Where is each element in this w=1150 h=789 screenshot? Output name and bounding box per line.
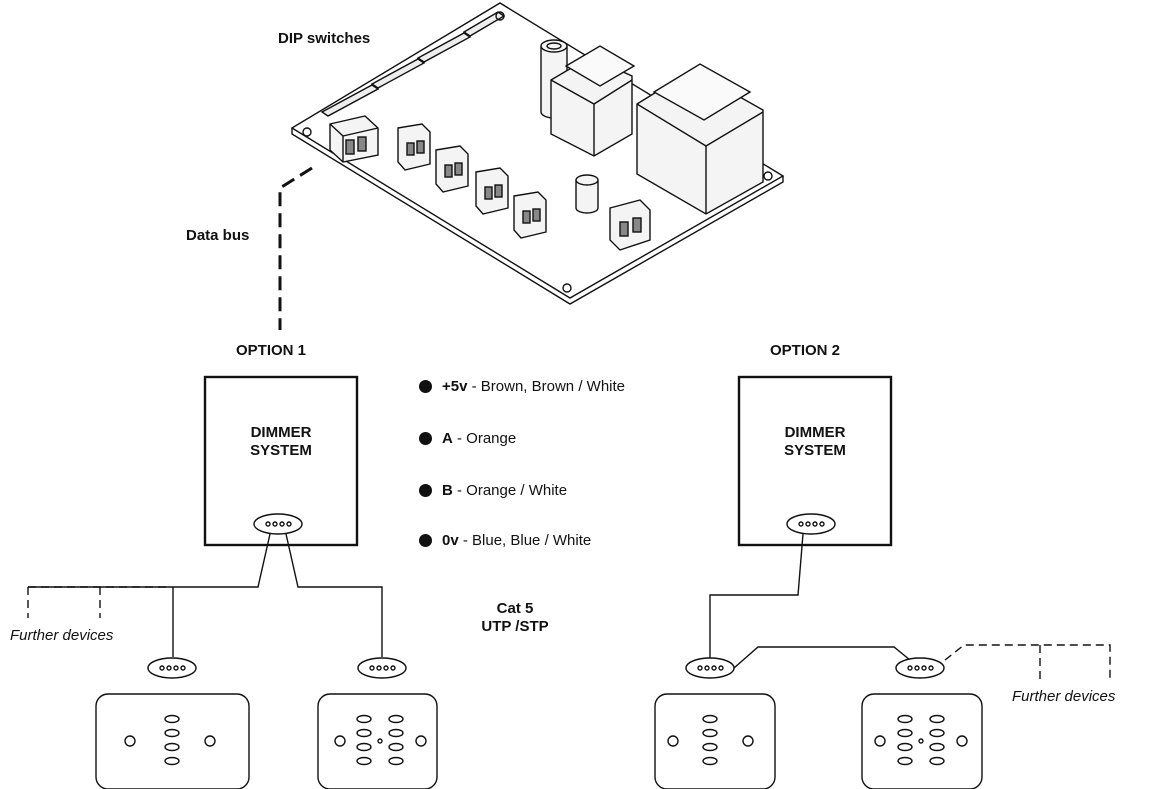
terminal-block bbox=[397, 123, 431, 171]
terminal-block-power bbox=[609, 199, 651, 251]
connector-icon bbox=[786, 513, 836, 535]
wall-panel-4-button bbox=[654, 693, 776, 789]
terminal-block bbox=[475, 167, 509, 215]
dimmer-label-line1: DIMMER bbox=[784, 424, 846, 441]
legend-item-b: B - Orange / White bbox=[419, 479, 567, 501]
wall-panel-8-button bbox=[861, 693, 983, 789]
bullet-icon bbox=[419, 431, 432, 445]
cable-type-label: Cat 5 UTP /STP bbox=[470, 600, 560, 636]
terminal-block bbox=[435, 145, 469, 193]
option1-label: OPTION 1 bbox=[236, 342, 307, 359]
dip-switch-bank bbox=[320, 11, 506, 117]
connector-icon bbox=[357, 657, 407, 679]
legend-key: B bbox=[442, 481, 453, 499]
legend-key: 0v bbox=[442, 531, 459, 549]
legend-key: A bbox=[442, 429, 453, 447]
data-bus-line bbox=[278, 166, 313, 330]
dip-switches-label: DIP switches bbox=[278, 30, 371, 47]
further-devices-label-option2: Further devices bbox=[1012, 688, 1116, 705]
wall-panel-4-button bbox=[95, 693, 250, 789]
legend-desc: - Orange / White bbox=[452, 481, 568, 499]
bullet-icon bbox=[419, 533, 432, 547]
connector-icon bbox=[685, 657, 735, 679]
further-devices-label-option1: Further devices bbox=[10, 627, 114, 644]
option2-label: OPTION 2 bbox=[770, 342, 841, 359]
dimmer-system-label-option1: DIMMER SYSTEM bbox=[205, 424, 357, 460]
dimmer-system-label-option2: DIMMER SYSTEM bbox=[739, 424, 891, 460]
terminal-block bbox=[513, 191, 547, 239]
connector-icon bbox=[253, 513, 303, 535]
legend-key: +5v bbox=[442, 377, 468, 395]
cable-label-line2: UTP /STP bbox=[481, 618, 549, 635]
dimmer-label-line2: SYSTEM bbox=[784, 442, 846, 459]
dimmer-box-option1 bbox=[203, 375, 359, 547]
legend-desc: - Orange bbox=[452, 429, 517, 447]
wall-panel-8-button bbox=[317, 693, 438, 789]
legend-desc: - Blue, Blue / White bbox=[458, 531, 592, 549]
connector-icon bbox=[147, 657, 197, 679]
transformer-small bbox=[550, 45, 636, 157]
terminal-block-data bbox=[329, 115, 379, 163]
data-bus-label: Data bus bbox=[186, 227, 250, 244]
capacitor bbox=[575, 174, 599, 214]
cable-label-line1: Cat 5 bbox=[496, 600, 534, 617]
further-devices-branch-option1 bbox=[27, 586, 170, 618]
legend-desc: - Brown, Brown / White bbox=[467, 377, 625, 395]
legend-item-0v: 0v - Blue, Blue / White bbox=[419, 529, 591, 551]
transformer-large bbox=[636, 63, 764, 215]
dimmer-box-option2 bbox=[737, 375, 893, 547]
bullet-icon bbox=[419, 483, 432, 497]
dimmer-label-line2: SYSTEM bbox=[250, 442, 312, 459]
further-devices-branch-option2 bbox=[944, 644, 1111, 680]
legend-item-5v: +5v - Brown, Brown / White bbox=[419, 375, 625, 397]
bullet-icon bbox=[419, 379, 432, 393]
legend-item-a: A - Orange bbox=[419, 427, 516, 449]
dimmer-label-line1: DIMMER bbox=[250, 424, 312, 441]
connector-icon bbox=[895, 657, 945, 679]
circuit-board bbox=[290, 2, 785, 305]
